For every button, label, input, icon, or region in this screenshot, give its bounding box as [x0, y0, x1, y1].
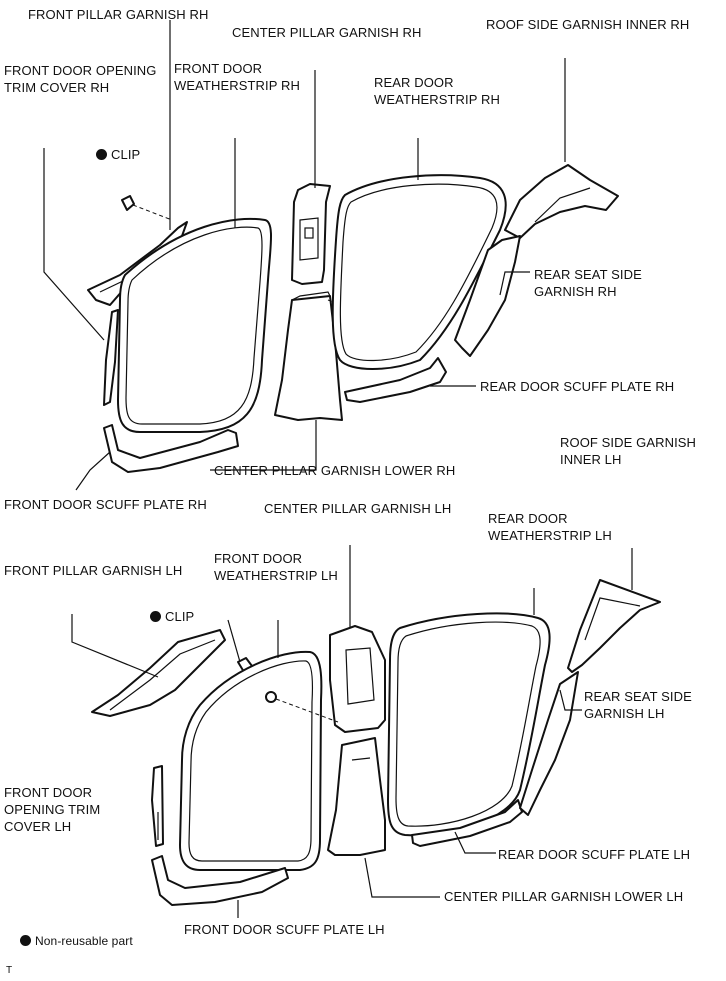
legend-non-reusable-text: Non-reusable part [35, 934, 133, 948]
label-front-door-weatherstrip-rh: FRONT DOOR WEATHERSTRIP RH [174, 61, 300, 93]
center-pillar-garnish-rh-part [291, 183, 331, 285]
leader-lines-rh [43, 20, 566, 491]
front-door-opening-trim-cover-rh-part [103, 309, 119, 406]
rear-seat-side-garnish-rh-part [454, 235, 521, 357]
label-front-door-scuff-plate-lh: FRONT DOOR SCUFF PLATE LH [184, 922, 385, 937]
label-front-door-scuff-plate-rh: FRONT DOOR SCUFF PLATE RH [4, 497, 207, 512]
rear-door-weatherstrip-lh-part [387, 612, 551, 837]
front-door-scuff-plate-lh-part [151, 855, 289, 906]
label-front-door-weatherstrip-lh: FRONT DOOR WEATHERSTRIP LH [214, 551, 338, 583]
roof-side-garnish-inner-rh-part [504, 164, 619, 239]
label-rear-door-weatherstrip-rh: REAR DOOR WEATHERSTRIP RH [374, 75, 500, 107]
rear-door-scuff-plate-lh-part [411, 799, 523, 847]
center-pillar-garnish-lh-part [329, 625, 386, 733]
label-roof-side-garnish-inner-rh: ROOF SIDE GARNISH INNER RH [486, 17, 690, 32]
clip-rh-part [121, 195, 173, 221]
non-reusable-dot-icon [20, 935, 31, 946]
rear-door-scuff-plate-rh-part [344, 357, 447, 403]
label-front-pillar-garnish-lh: FRONT PILLAR GARNISH LH [4, 563, 183, 578]
footer-mark: T [6, 965, 13, 976]
roof-side-garnish-inner-lh-part [567, 579, 661, 673]
label-rear-seat-side-garnish-rh: REAR SEAT SIDE GARNISH RH [534, 267, 642, 299]
label-rear-door-scuff-plate-rh: REAR DOOR SCUFF PLATE RH [480, 379, 675, 394]
rear-door-weatherstrip-rh-part [331, 174, 507, 370]
center-pillar-garnish-lower-lh-part [327, 737, 386, 856]
label-front-door-opening-trim-cover-rh: FRONT DOOR OPENING TRIM COVER RH [4, 63, 157, 95]
label-rear-door-scuff-plate-lh: REAR DOOR SCUFF PLATE LH [498, 847, 691, 862]
label-center-pillar-garnish-lower-rh: CENTER PILLAR GARNISH LOWER RH [214, 463, 456, 478]
label-clip-lh: CLIP [150, 608, 194, 625]
non-reusable-dot-icon [150, 611, 161, 622]
label-rear-door-weatherstrip-lh: REAR DOOR WEATHERSTRIP LH [488, 511, 612, 543]
label-front-door-opening-trim-cover-lh: FRONT DOOR OPENING TRIM COVER LH [4, 785, 101, 834]
label-front-pillar-garnish-rh: FRONT PILLAR GARNISH RH [28, 7, 209, 22]
front-door-opening-trim-cover-lh-part [151, 765, 164, 847]
label-clip-lh-text: CLIP [165, 609, 195, 624]
label-rear-seat-side-garnish-lh: REAR SEAT SIDE GARNISH LH [584, 689, 692, 721]
screw-lh-part [265, 691, 339, 723]
label-center-pillar-garnish-rh: CENTER PILLAR GARNISH RH [232, 25, 422, 40]
front-door-weatherstrip-rh-part [117, 217, 273, 433]
label-roof-side-garnish-inner-lh: ROOF SIDE GARNISH INNER LH [560, 435, 697, 467]
label-center-pillar-garnish-lh: CENTER PILLAR GARNISH LH [264, 501, 452, 516]
front-door-weatherstrip-lh-part [179, 650, 323, 871]
label-clip-rh: CLIP [96, 146, 140, 163]
rear-seat-side-garnish-lh-part [519, 671, 579, 816]
leader-lines-lh [71, 545, 633, 918]
non-reusable-dot-icon [96, 149, 107, 160]
legend-non-reusable: Non-reusable part [20, 933, 133, 950]
label-center-pillar-garnish-lower-lh: CENTER PILLAR GARNISH LOWER LH [444, 889, 684, 904]
front-pillar-garnish-lh-part [91, 629, 226, 717]
label-clip-rh-text: CLIP [111, 147, 141, 162]
front-door-scuff-plate-rh-part [103, 424, 239, 473]
